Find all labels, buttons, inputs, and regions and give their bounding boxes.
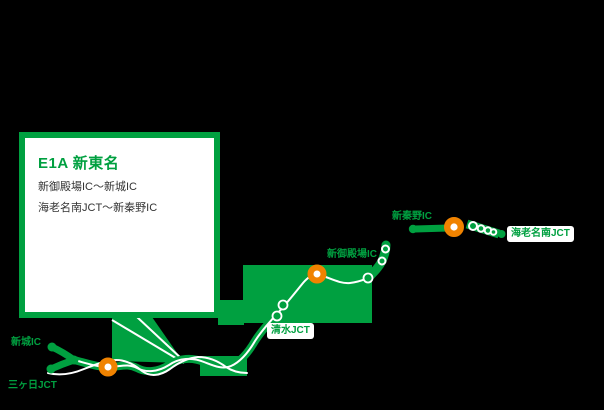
- hadano-ebina-segment: [408, 219, 506, 239]
- station-dot-shimizu-north: [277, 299, 289, 311]
- future-ic-circle: [468, 221, 478, 231]
- stripe-divider-line: [136, 316, 184, 361]
- highlight-ring-west: [98, 357, 118, 377]
- stripe-divider-line: [111, 319, 185, 364]
- future-ic-circle: [489, 228, 498, 236]
- gotemba-section-band: [362, 240, 391, 284]
- highlight-rings: [98, 216, 465, 377]
- future-ic-circle: [476, 224, 486, 233]
- station-dot-junction: [69, 355, 79, 365]
- station-dot-shin-hadano: [408, 224, 418, 234]
- label-shinshiro-ic: 新城IC: [11, 337, 41, 348]
- route-section-2: 海老名南JCT〜新秦野IC: [38, 202, 158, 214]
- highlight-ring-hadano: [444, 216, 465, 237]
- station-dot-mikkabi: [46, 364, 56, 374]
- route-info-box: E1A 新東名 新御殿場IC〜新城IC 海老名南JCT〜新秦野IC: [19, 132, 220, 318]
- future-ic-circle: [377, 256, 387, 266]
- green-area-rect-extension: [218, 300, 244, 325]
- label-ebina-minami-jct: 海老名南JCT: [507, 226, 574, 242]
- station-dot-shimizu-south: [271, 310, 283, 322]
- label-shin-hadano-ic: 新秦野IC: [392, 211, 432, 222]
- highlight-ring-gotemba: [307, 264, 327, 284]
- route-section-1: 新御殿場IC〜新城IC: [38, 181, 137, 193]
- station-dot-shinshiro: [47, 342, 57, 352]
- tomei-parallel-line: [47, 355, 248, 376]
- hadano-line: [414, 224, 449, 233]
- label-shimizu-jct: 清水JCT: [267, 323, 314, 339]
- station-dots: [46, 299, 289, 374]
- label-mikkabi-jct: 三ヶ日JCT: [8, 380, 57, 391]
- label-shin-gotemba-ic: 新御殿場IC: [327, 249, 377, 260]
- station-dot-ebina-minami: [497, 230, 506, 238]
- future-ic-circle: [381, 244, 390, 254]
- route-name-title: E1A 新東名: [38, 155, 120, 172]
- station-dot-gotemba-end: [362, 272, 374, 284]
